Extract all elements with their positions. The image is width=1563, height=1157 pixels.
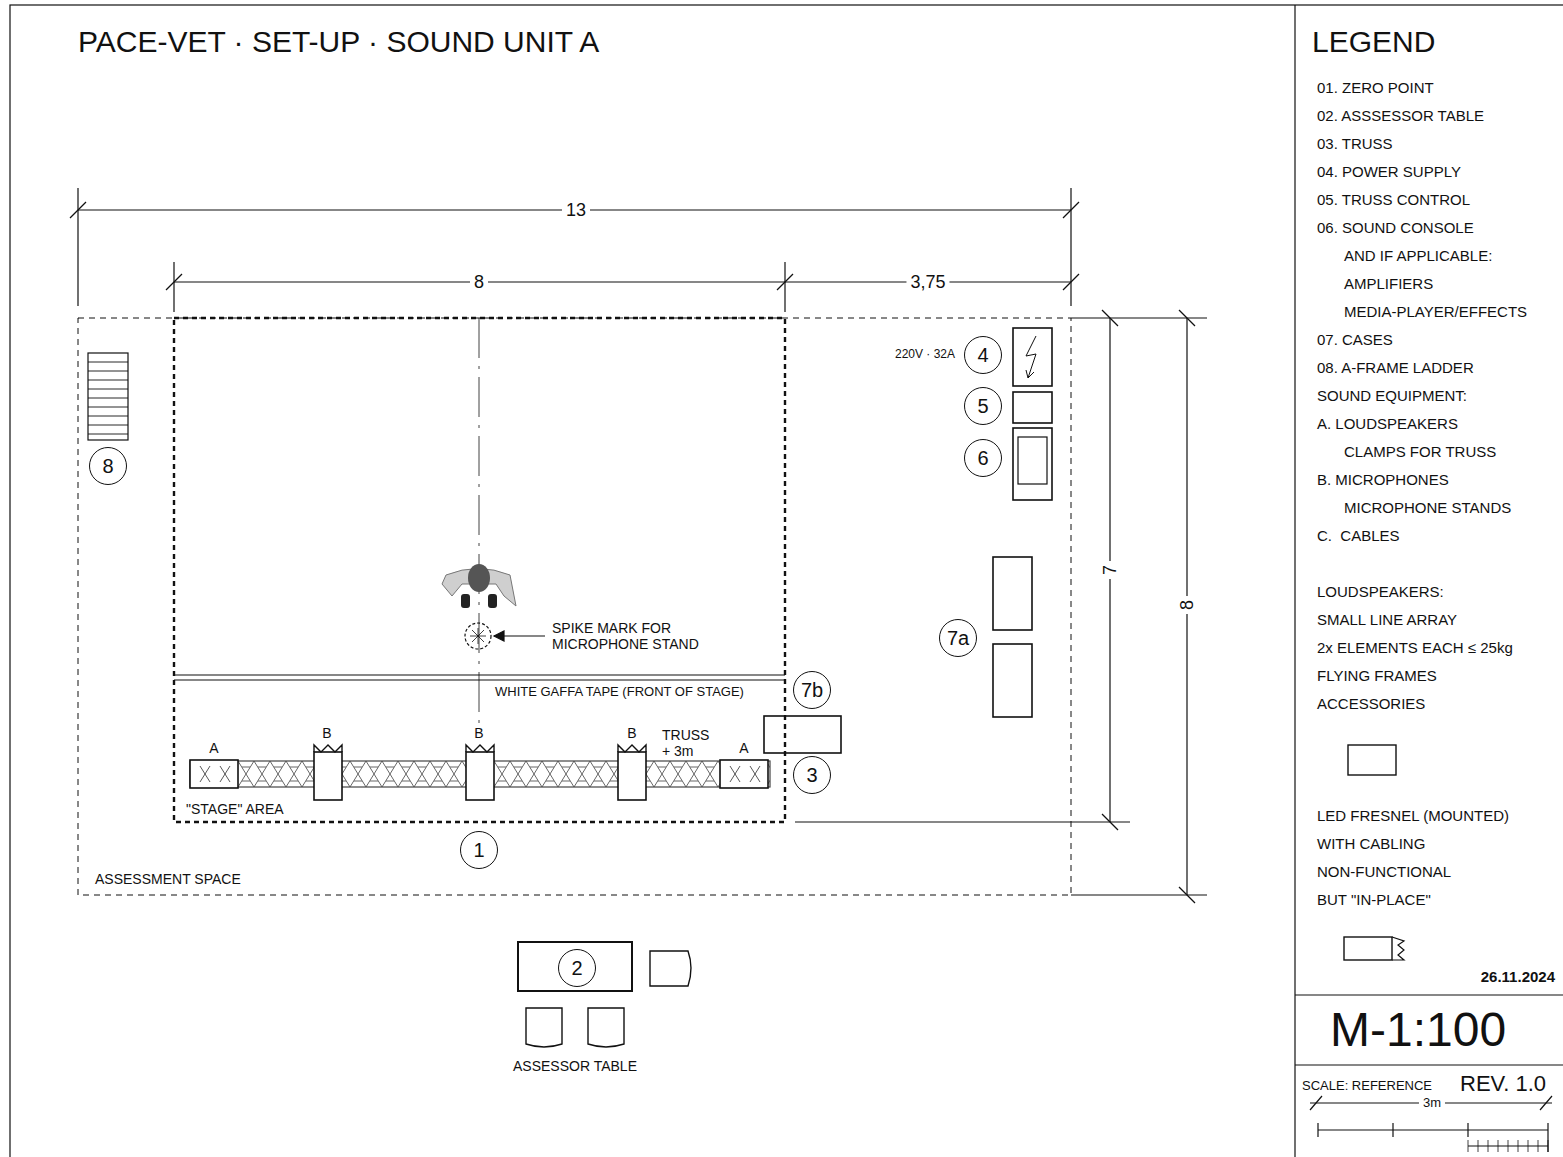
legend-text: 2x ELEMENTS EACH ≤ 25kg: [1317, 639, 1513, 656]
plan-title: PACE-VET · SET-UP · SOUND UNIT A: [78, 25, 599, 60]
legend-text: CLAMPS FOR TRUSS: [1344, 443, 1496, 460]
legend-text: ACCESSORIES: [1317, 695, 1425, 712]
plan-label: WHITE GAFFA TAPE (FRONT OF STAGE): [495, 685, 744, 700]
assessor-table: ASSESSOR TABLE2: [517, 941, 633, 992]
plan-label: B: [322, 725, 331, 741]
legend-text: LOUDSPEAKERS:: [1317, 583, 1444, 600]
plan-label: 3,75: [906, 272, 949, 293]
plan-label: "STAGE" AREA: [186, 801, 284, 817]
callout-circle: 5: [964, 387, 1002, 425]
legend-text: SCALE: REFERENCE: [1302, 1079, 1432, 1094]
callout-number: 7a: [947, 627, 969, 650]
plan-label: 13: [562, 200, 590, 221]
legend-text: 3m: [1419, 1096, 1445, 1111]
callout-number: 4: [977, 344, 988, 367]
plan-label: SPIKE MARK FOR MICROPHONE STAND: [552, 620, 702, 652]
callout-circle: 4: [964, 336, 1002, 374]
legend-heading: LEGEND: [1312, 25, 1435, 60]
callout-circle: 7a: [939, 619, 977, 657]
legend-text: MEDIA-PLAYER/EFFECTS: [1344, 303, 1527, 320]
callout-circle: 7b: [793, 671, 831, 709]
legend-text: BUT "IN-PLACE": [1317, 891, 1431, 908]
legend-text: MICROPHONE STANDS: [1344, 499, 1511, 516]
callout-circle: 1: [460, 831, 498, 869]
legend-text: 07. CASES: [1317, 331, 1393, 348]
plan-label: 7: [1100, 561, 1121, 579]
legend-text: 02. ASSSESSOR TABLE: [1317, 107, 1484, 124]
callout-number: 8: [102, 455, 113, 478]
table-heading: ASSESSOR TABLE: [513, 1058, 637, 1074]
legend-text: WITH CABLING: [1317, 835, 1425, 852]
legend-text: 03. TRUSS: [1317, 135, 1393, 152]
callout-circle: 8: [89, 447, 127, 485]
plan-label: A: [739, 740, 748, 756]
legend-text: REV. 1.0: [1460, 1071, 1546, 1096]
plan-label: B: [474, 725, 483, 741]
plan-label: 8: [470, 272, 488, 293]
legend-text: 01. ZERO POINT: [1317, 79, 1434, 96]
legend-text: 08. A-FRAME LADDER: [1317, 359, 1474, 376]
legend-text: SMALL LINE ARRAY: [1317, 611, 1457, 628]
callout-circle: 3: [793, 756, 831, 794]
callout-number: 2: [571, 957, 582, 980]
legend-text: FLYING FRAMES: [1317, 667, 1437, 684]
callout-number: 5: [977, 395, 988, 418]
plan-label: ASSESSMENT SPACE: [95, 871, 241, 887]
legend-text: NON-FUNCTIONAL: [1317, 863, 1451, 880]
plan-label: A: [209, 740, 218, 756]
plan-label: 8: [1177, 596, 1198, 614]
callout-circle: 2: [558, 949, 596, 987]
plan-label: 220V · 32A: [895, 348, 955, 362]
legend-text: SOUND EQUIPMENT:: [1317, 387, 1467, 404]
legend-text: LED FRESNEL (MOUNTED): [1317, 807, 1509, 824]
callout-number: 6: [977, 447, 988, 470]
legend-text: AMPLIFIERS: [1344, 275, 1433, 292]
legend-text: 06. SOUND CONSOLE: [1317, 219, 1474, 236]
legend-text: AND IF APPLICABLE:: [1344, 247, 1492, 264]
callout-circle: 6: [964, 439, 1002, 477]
plan-label: B: [627, 725, 636, 741]
legend-text: B. MICROPHONES: [1317, 471, 1449, 488]
legend-text: A. LOUDSPEAKERS: [1317, 415, 1458, 432]
legend-text: M-1:100: [1330, 1002, 1506, 1057]
legend-text: C. CABLES: [1317, 527, 1400, 544]
legend-text: 26.11.2024: [1481, 968, 1555, 985]
legend-text: 04. POWER SUPPLY: [1317, 163, 1461, 180]
plan-label: TRUSS + 3m: [662, 727, 717, 759]
legend-text: 05. TRUSS CONTROL: [1317, 191, 1470, 208]
callout-number: 7b: [801, 679, 823, 702]
callout-number: 1: [473, 839, 484, 862]
callout-number: 3: [806, 764, 817, 787]
